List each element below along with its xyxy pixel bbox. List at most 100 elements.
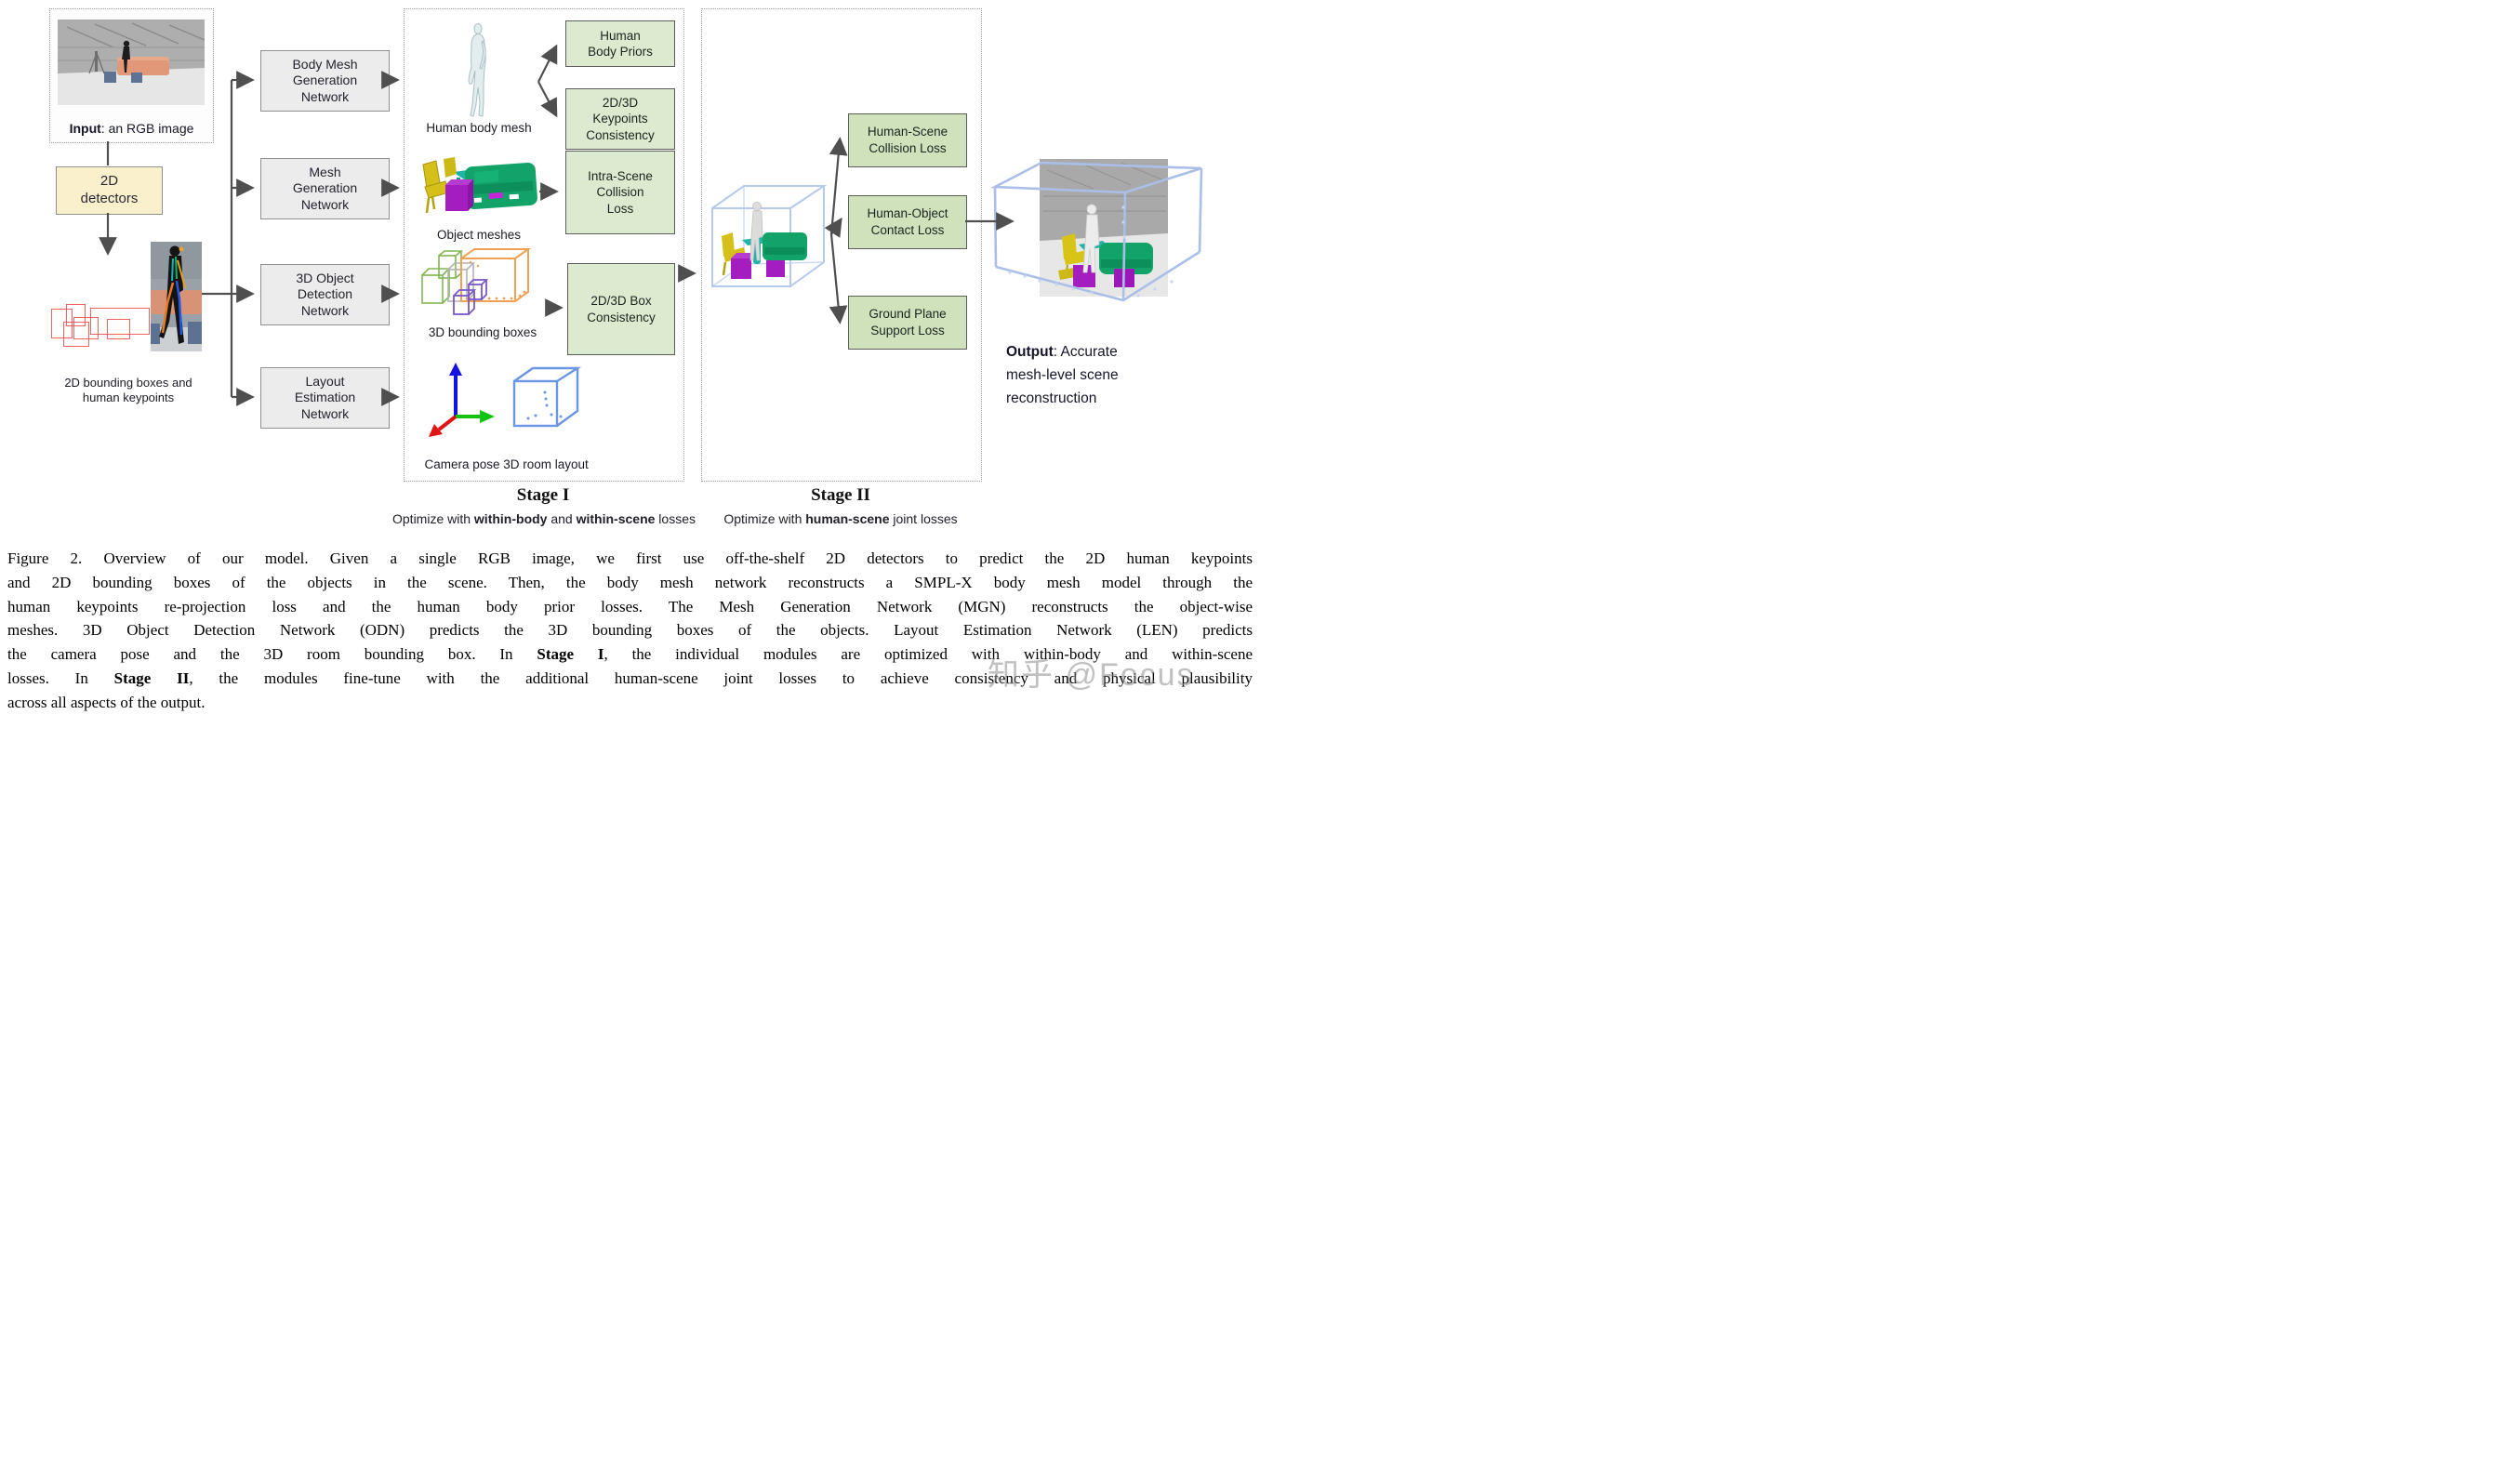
lossbox-line: Human-Scene	[867, 125, 948, 139]
object-meshes-icon	[422, 157, 537, 214]
red-bbox	[73, 317, 99, 339]
lossbox-line: 2D/3D Box	[590, 294, 652, 309]
caption-text: Figure 2. Overview of our model. Given a…	[7, 549, 1253, 567]
netbox-line: Generation	[292, 73, 358, 88]
caption-text: across all aspects of the output.	[7, 693, 206, 711]
red-bbox	[90, 308, 150, 335]
object-meshes-label: Object meshes	[436, 228, 522, 242]
body-mesh-generation-network-box: Body Mesh Generation Network	[260, 50, 390, 112]
stage1-caption-bold2: within-scene	[576, 511, 656, 526]
lossbox-line: Body Priors	[588, 45, 653, 59]
lossbox-line: 2D/3D	[602, 96, 639, 111]
stage1-caption-pre: Optimize with	[392, 511, 474, 526]
output-label: Output: Accurate mesh-level scene recons…	[1006, 340, 1201, 410]
netbox-line: Network	[300, 88, 350, 104]
2d-detectors-box: 2D detectors	[56, 166, 163, 215]
lossbox-line: Human	[600, 28, 641, 43]
output-label-bold: Output	[1006, 344, 1054, 360]
2d-detectors-line1: 2D	[99, 173, 119, 190]
stage2-caption-bold1: human-scene	[805, 511, 890, 526]
2d3d-box-consistency-loss-box: 2D/3D Box Consistency	[567, 263, 675, 355]
output-label-line2: mesh-level scene	[1006, 367, 1119, 383]
caption-line: human keypoints re-projection loss and t…	[7, 595, 1253, 619]
lossbox-line: Contact Loss	[870, 223, 945, 237]
red-bbox	[107, 319, 130, 339]
detections-label-line2: human keypoints	[82, 390, 175, 404]
output-label-line1: Output: Accurate	[1006, 340, 1201, 364]
2d3d-keypoints-consistency-loss-box: 2D/3D Keypoints Consistency	[565, 88, 675, 150]
netbox-line: 3D Object	[296, 271, 354, 286]
2d-detectors-line2: detectors	[80, 191, 139, 206]
caption-text: losses. In	[7, 668, 114, 687]
input-label: Input: an RGB image	[50, 121, 213, 136]
mesh-generation-network-box: Mesh Generation Network	[260, 158, 390, 219]
red-bbox	[63, 322, 89, 347]
caption-text: , the individual modules are optimized w…	[603, 645, 1253, 664]
input-label-bold: Input	[69, 121, 101, 136]
netbox-line: Generation	[292, 180, 358, 196]
stage2-caption: Optimize with human-scene joint losses	[692, 511, 989, 526]
stage1-caption: Optimize with within-body and within-sce…	[335, 511, 753, 526]
stage1-caption-mid: and	[547, 511, 577, 526]
netbox-line: Network	[300, 405, 350, 421]
input-panel: Input: an RGB image	[49, 8, 214, 143]
lossbox-line: Intra-Scene	[588, 169, 653, 184]
red-bbox	[51, 309, 73, 338]
caption-text: and 2D bounding boxes of the objects in …	[7, 573, 1253, 591]
output-scene-image	[990, 159, 1203, 302]
lossbox-line: Ground Plane	[869, 307, 947, 322]
netbox-line: Estimation	[294, 390, 356, 405]
layout-estimation-network-box: Layout Estimation Network	[260, 367, 390, 429]
red-bbox	[66, 304, 86, 326]
3d-room-layout-label: 3D room layout	[503, 457, 589, 471]
lossbox-line: Collision Loss	[869, 141, 947, 155]
caption-line: Figure 2. Overview of our model. Given a…	[7, 547, 1253, 571]
ground-plane-support-loss-box: Ground Plane Support Loss	[848, 296, 967, 350]
camera-pose-axes-icon	[429, 363, 495, 437]
lossbox-line: Human-Object	[867, 206, 948, 221]
netbox-line: Layout	[305, 374, 345, 390]
netbox-line: Network	[300, 302, 350, 318]
caption-text: , the modules fine-tune with the additio…	[189, 668, 1253, 687]
output-label-rest: : Accurate	[1053, 344, 1118, 360]
red-bounding-boxes-icon	[49, 296, 153, 350]
human-scene-collision-loss-box: Human-Scene Collision Loss	[848, 113, 967, 167]
input-label-rest: : an RGB image	[100, 121, 194, 136]
stage2-scene-cube-icon	[711, 185, 828, 287]
caption-bold-text: Stage II	[113, 668, 190, 687]
stage1-title: Stage I	[516, 485, 570, 505]
caption-text: meshes. 3D Object Detection Network (ODN…	[7, 621, 1253, 640]
caption-line: and 2D bounding boxes of the objects in …	[7, 571, 1253, 595]
lossbox-line: Collision	[596, 185, 644, 200]
human-body-mesh-icon	[468, 23, 486, 117]
figure-2-model-overview: Input: an RGB image 2D detectors 2D boun…	[0, 0, 1260, 741]
lossbox-line: Support Loss	[870, 324, 945, 337]
netbox-line: Network	[300, 196, 350, 212]
detections-label: 2D bounding boxes and human keypoints	[37, 376, 219, 405]
input-rgb-photo-image	[58, 20, 205, 105]
stage2-caption-pre: Optimize with	[723, 511, 806, 526]
stage1-caption-bold1: within-body	[473, 511, 548, 526]
caption-line: meshes. 3D Object Detection Network (ODN…	[7, 618, 1253, 642]
human-object-contact-loss-box: Human-Object Contact Loss	[848, 195, 967, 249]
human-body-mesh-label: Human body mesh	[426, 121, 532, 135]
caption-text: human keypoints re-projection loss and t…	[7, 597, 1253, 615]
human-body-priors-loss-box: Human Body Priors	[565, 20, 675, 67]
3d-bounding-boxes-label: 3D bounding boxes	[428, 325, 537, 339]
3d-object-detection-network-box: 3D Object Detection Network	[260, 264, 390, 325]
camera-pose-label: Camera pose	[424, 457, 500, 471]
stage2-caption-post: joint losses	[889, 511, 958, 526]
stage2-title: Stage II	[811, 485, 870, 505]
intra-scene-collision-loss-box: Intra-Scene Collision Loss	[565, 151, 675, 234]
lossbox-line: Consistency	[587, 310, 656, 324]
lossbox-line: Consistency	[586, 127, 655, 142]
caption-line: across all aspects of the output.	[7, 691, 1253, 715]
stage1-caption-post: losses	[655, 511, 696, 526]
lossbox-line: Loss	[606, 201, 634, 216]
3d-bounding-boxes-icon	[421, 248, 532, 315]
output-label-line3: reconstruction	[1006, 390, 1097, 406]
detections-label-line1: 2D bounding boxes and	[64, 376, 192, 390]
caption-text: the camera pose and the 3D room bounding…	[7, 645, 537, 664]
netbox-line: Mesh	[309, 165, 341, 180]
figure-caption: Figure 2. Overview of our model. Given a…	[7, 547, 1253, 715]
